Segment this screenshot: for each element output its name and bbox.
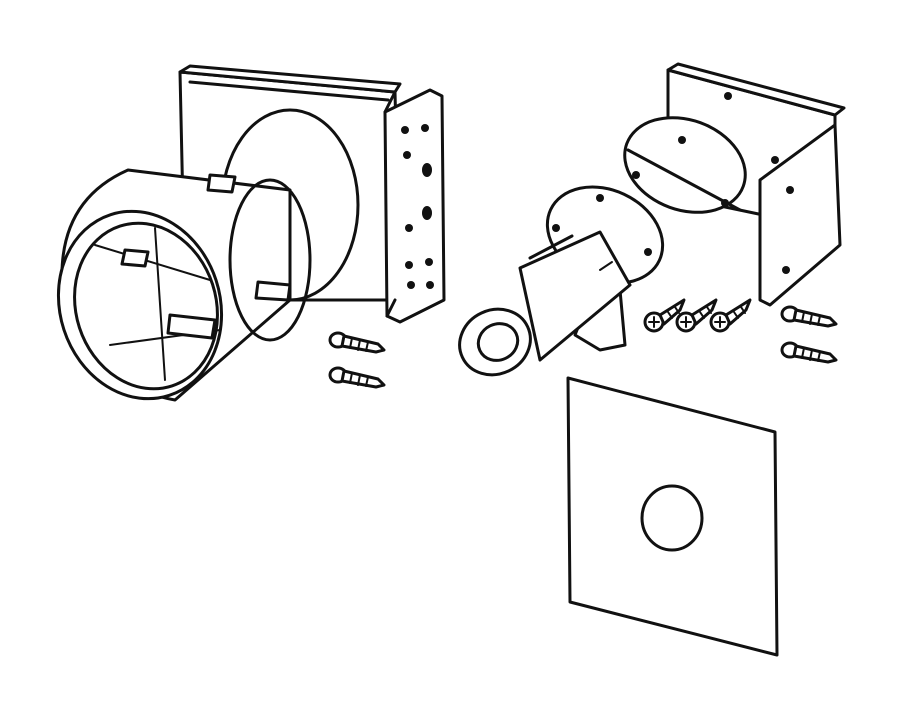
screw-icon	[328, 366, 386, 389]
pipe-fitting	[458, 185, 665, 377]
bracket-slot	[422, 206, 432, 220]
flange-hole	[632, 171, 640, 179]
screw-icon	[780, 305, 838, 328]
flange-hole	[644, 248, 652, 256]
bracket-hole	[724, 92, 732, 100]
flange-hole	[721, 199, 729, 207]
flange-hole	[552, 224, 560, 232]
phillips-screw-icon	[675, 298, 718, 333]
bracket-hole	[786, 186, 794, 194]
bracket-hole	[407, 281, 415, 289]
screw-icon	[328, 331, 386, 354]
bracket-hole	[403, 151, 411, 159]
bracket-hole	[401, 126, 409, 134]
bracket-hole	[426, 281, 434, 289]
cover-plate	[566, 376, 779, 657]
bracket-hole	[782, 266, 790, 274]
bracket-hole	[425, 258, 433, 266]
bracket-hole	[771, 156, 779, 164]
flange-hole	[596, 194, 604, 202]
mounting-ring	[56, 168, 312, 402]
screw-group-right	[780, 305, 838, 364]
bracket-hole	[405, 224, 413, 232]
bracket-slot	[422, 163, 432, 177]
right-bracket	[623, 62, 846, 307]
cover-plate-hole	[640, 484, 704, 552]
bracket-hole	[421, 124, 429, 132]
screw-group-phillips	[643, 298, 752, 333]
bracket-hole	[405, 261, 413, 269]
phillips-screw-icon	[643, 298, 686, 333]
flange-hole	[678, 136, 686, 144]
screw-icon	[780, 341, 838, 364]
screw-group-left	[328, 331, 386, 389]
phillips-screw-icon	[709, 298, 752, 333]
